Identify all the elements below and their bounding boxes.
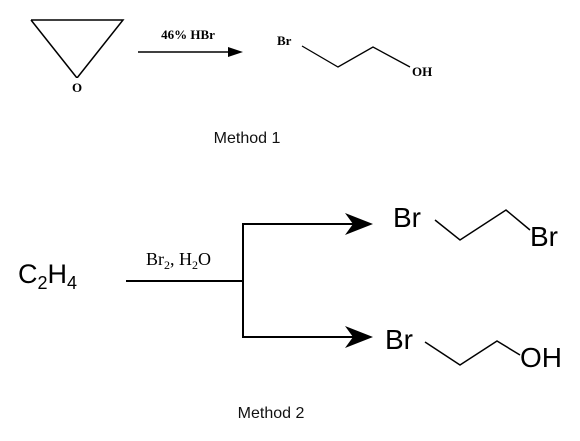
epoxide-o-mask bbox=[69, 78, 85, 92]
method2-arrow-upper-head bbox=[345, 213, 373, 235]
method2-scheme: C2H4 Br2, H2O Br Br Br OH Method 2 bbox=[18, 202, 562, 422]
method2-product1-br-left: Br bbox=[393, 202, 421, 233]
epoxide-oxygen-atom: O bbox=[72, 80, 82, 95]
method2-product1-br-right: Br bbox=[530, 221, 558, 252]
method2-arrow-lower-head bbox=[345, 326, 373, 348]
method2-product2-br: Br bbox=[385, 324, 413, 355]
method1-scheme: O 46% HBr Br OH Method 1 bbox=[30, 19, 432, 147]
method2-caption: Method 2 bbox=[238, 405, 305, 422]
method1-arrow-head bbox=[228, 47, 243, 57]
method1-reagent-label: 46% HBr bbox=[161, 27, 215, 42]
method1-product-br: Br bbox=[277, 33, 292, 48]
method2-reactant-c2h4: C2H4 bbox=[18, 259, 77, 293]
method2-reagent-label: Br2, H2O bbox=[146, 249, 211, 272]
method1-product-skeleton bbox=[301, 45, 411, 68]
method1-caption: Method 1 bbox=[214, 130, 281, 147]
method2-product2-skeleton bbox=[424, 340, 521, 366]
epoxide-ring bbox=[30, 19, 125, 80]
method2-product1-skeleton bbox=[434, 209, 531, 241]
method2-product2-oh: OH bbox=[520, 342, 562, 373]
method1-product-oh: OH bbox=[412, 64, 432, 79]
